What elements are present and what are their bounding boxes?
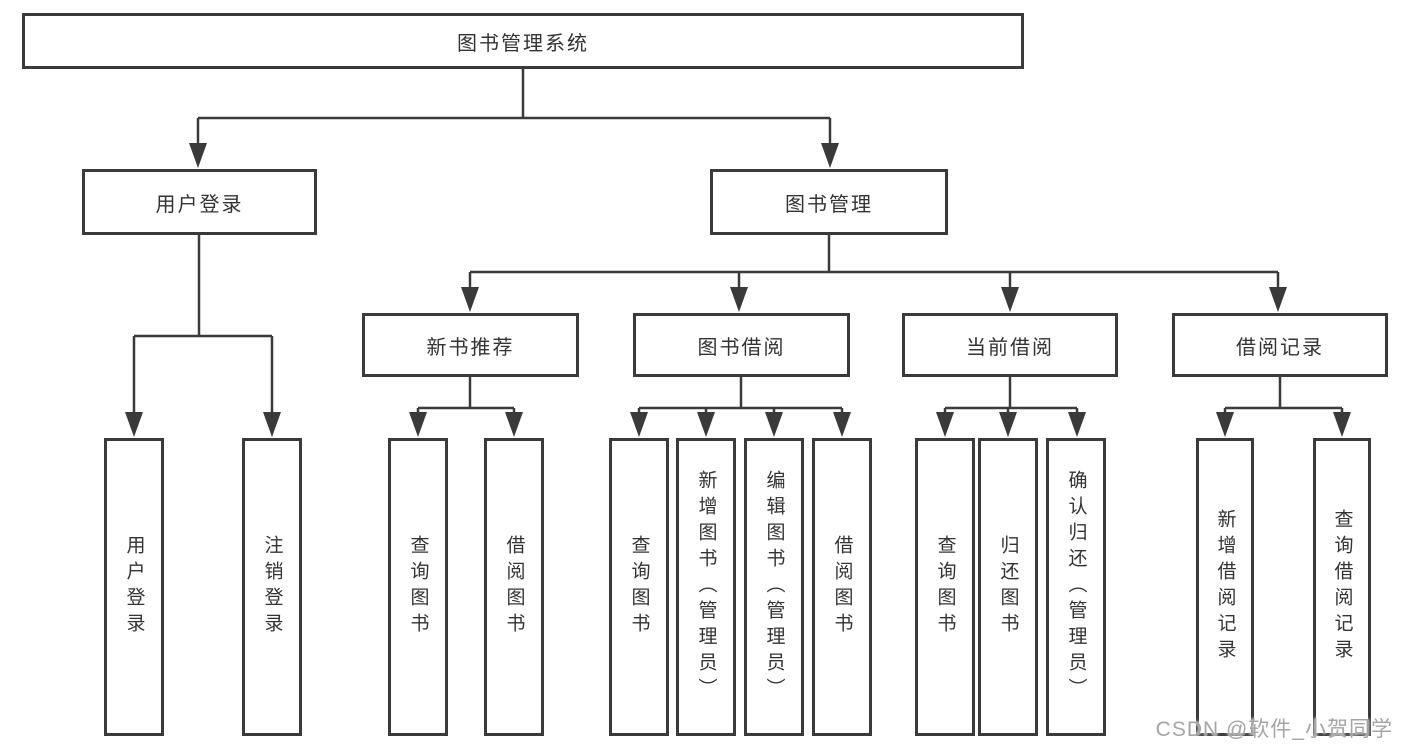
leaf-label: 用户登录 (123, 535, 145, 639)
node-user-login: 用户登录 (82, 169, 317, 235)
leaf-add-borrow-record: 新增借阅记录 (1196, 438, 1254, 736)
leaf-recommend-borrow-books: 借阅图书 (484, 438, 544, 736)
leaf-label: 查询图书 (628, 535, 650, 639)
node-current-borrow: 当前借阅 (902, 313, 1118, 377)
leaf-label: 借阅图书 (831, 535, 853, 639)
leaf-label: 新增借阅记录 (1214, 509, 1236, 665)
leaf-logout: 注销登录 (242, 438, 302, 736)
node-book-management: 图书管理 (710, 169, 948, 235)
node-borrow-records: 借阅记录 (1172, 313, 1388, 377)
leaf-return-books: 归还图书 (978, 438, 1038, 736)
leaf-confirm-return-admin: 确认归还（管理员） (1046, 438, 1106, 736)
leaf-query-borrow-record: 查询借阅记录 (1313, 438, 1371, 736)
leaf-label: 查询图书 (407, 535, 429, 639)
leaf-label: 编辑图书（管理员） (763, 470, 785, 704)
leaf-add-books-admin: 新增图书（管理员） (676, 438, 736, 736)
leaf-edit-books-admin: 编辑图书（管理员） (744, 438, 804, 736)
csdn-watermark: CSDN @软件_小贺同学 (1155, 718, 1393, 741)
leaf-label: 借阅图书 (503, 535, 525, 639)
node-new-book-recommend: 新书推荐 (362, 313, 579, 377)
leaf-label: 归还图书 (997, 535, 1019, 639)
leaf-label: 查询借阅记录 (1331, 509, 1353, 665)
arrowheads (125, 143, 1351, 437)
leaf-recommend-query-books: 查询图书 (388, 438, 448, 736)
leaf-label: 确认归还（管理员） (1065, 470, 1087, 704)
leaf-label: 新增图书（管理员） (695, 470, 717, 704)
leaf-borrow-books: 借阅图书 (812, 438, 872, 736)
leaf-current-query-books: 查询图书 (915, 438, 975, 736)
leaf-borrow-query-books: 查询图书 (609, 438, 669, 736)
leaf-user-login: 用户登录 (104, 438, 164, 736)
leaf-label: 注销登录 (261, 535, 283, 639)
node-root-system: 图书管理系统 (22, 13, 1024, 69)
node-book-borrow: 图书借阅 (633, 313, 850, 377)
leaf-label: 查询图书 (934, 535, 956, 639)
